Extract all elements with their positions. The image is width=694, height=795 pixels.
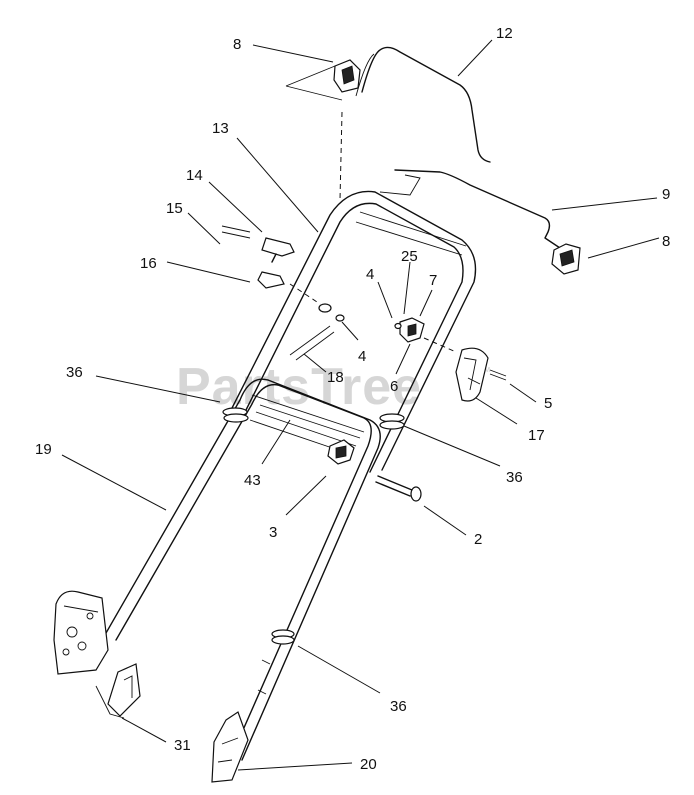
carriage-bolt	[375, 475, 422, 502]
callout-8-top: 8	[233, 36, 241, 53]
cable-clip	[95, 663, 141, 719]
callout-2: 2	[474, 531, 482, 548]
height-adjuster-plate	[53, 590, 109, 675]
leader-lines	[61, 39, 660, 771]
callout-4-upper: 4	[366, 266, 374, 283]
callout-5: 5	[544, 395, 552, 412]
callout-16: 16	[140, 255, 157, 272]
callout-12: 12	[496, 25, 513, 42]
handle-knob	[327, 439, 355, 465]
callout-14: 14	[186, 167, 203, 184]
watermark-text: PartsTree	[176, 358, 422, 416]
lower-handle	[101, 378, 381, 761]
upper-handle	[229, 190, 477, 473]
callout-8-right: 8	[662, 233, 670, 250]
callout-36-left: 36	[66, 364, 83, 381]
callout-19: 19	[35, 441, 52, 458]
cable-bracket-top	[285, 59, 361, 101]
callout-18: 18	[327, 369, 344, 386]
handle-end-bracket	[211, 711, 249, 783]
callout-20: 20	[360, 756, 377, 773]
callout-25: 25	[401, 248, 418, 265]
switch-bracket	[394, 317, 457, 353]
callout-13: 13	[212, 120, 229, 137]
assembly-line-top	[339, 111, 343, 201]
cable-clamp	[221, 225, 345, 322]
callout-31: 31	[174, 737, 191, 754]
callout-3: 3	[269, 524, 277, 541]
callout-36-bottom: 36	[390, 698, 407, 715]
control-cable-upper	[355, 46, 491, 163]
callout-4-lower: 4	[358, 348, 366, 365]
control-cable-lower	[379, 169, 561, 249]
callout-7: 7	[429, 272, 437, 289]
callout-9: 9	[662, 186, 670, 203]
cable-bracket-right	[551, 243, 581, 275]
handle-clips	[222, 407, 405, 645]
callout-6: 6	[390, 378, 398, 395]
callout-36-right: 36	[506, 469, 523, 486]
callout-17: 17	[528, 427, 545, 444]
bail-control	[455, 347, 507, 402]
callout-labels: 8 12 13 9 8 14 15 16 4 25 7 4 18 6 36 5 …	[35, 25, 670, 773]
callout-43: 43	[244, 472, 261, 489]
callout-15: 15	[166, 200, 183, 217]
